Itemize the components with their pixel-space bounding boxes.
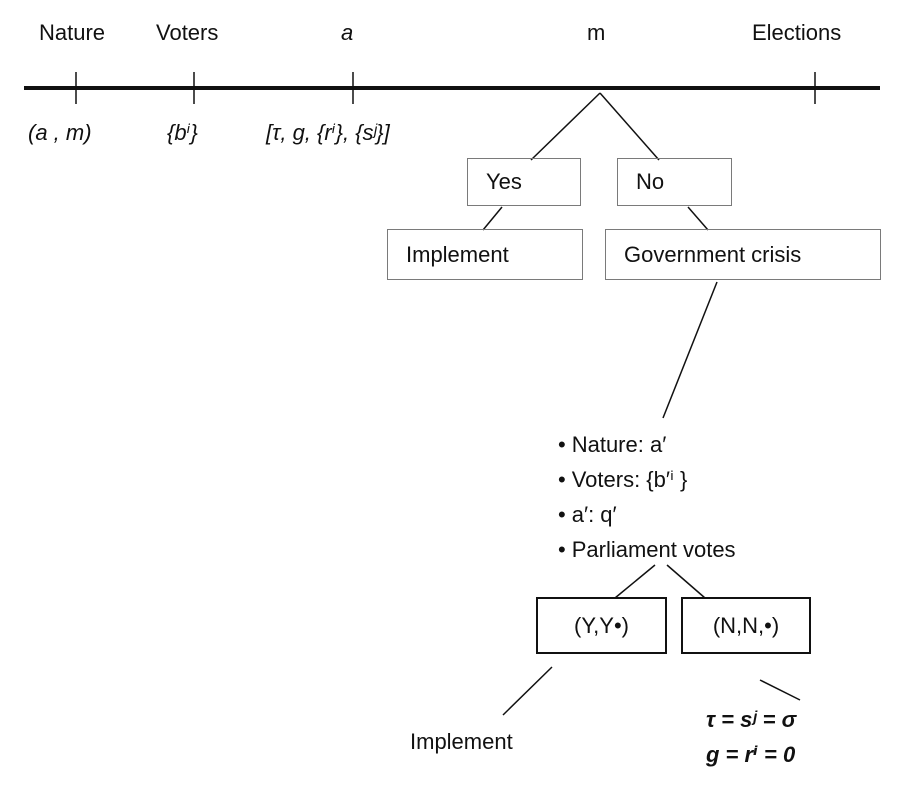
stage-sub-nature: (a , m) — [28, 120, 92, 145]
crisis-step-text: Parliament votes — [571, 537, 736, 562]
crisis-step-voters: •Voters: {b′ⁱ } — [558, 467, 688, 492]
stage-title-nature: Nature — [39, 20, 106, 45]
stage-title-a: a — [341, 20, 354, 45]
nn-box: (N,N,•) — [681, 597, 811, 654]
crisis-steps-list: •Nature: a′ •Voters: {b′ⁱ } •a′: q′ •Par… — [558, 430, 736, 570]
edge-yy-implement — [502, 666, 553, 716]
yes-box: Yes — [467, 158, 581, 206]
edge-crisis-steps — [662, 281, 718, 419]
no-box: No — [617, 158, 732, 206]
branch-m-yes — [530, 92, 601, 161]
edge-nn-outcome — [759, 679, 801, 701]
crisis-step-text: a′: q′ — [571, 502, 617, 527]
implement-final-label: Implement — [410, 729, 513, 754]
branch-votes-yy — [614, 564, 656, 599]
stage-sub-a: [τ, g, {rⁱ}, {sʲ}] — [266, 120, 390, 145]
edge-no-crisis — [687, 206, 709, 231]
outcome-g-equation: g = rⁱ = 0 — [706, 742, 796, 767]
stage-sub-voters: {bⁱ} — [167, 120, 198, 145]
crisis-step-parliament: •Parliament votes — [558, 537, 736, 562]
crisis-step-agenda: •a′: q′ — [558, 502, 617, 527]
stage-title-voters: Voters — [156, 20, 219, 45]
government-crisis-box: Government crisis — [605, 229, 881, 280]
stage-title-elections: Elections — [752, 20, 842, 45]
branch-m-no — [599, 92, 660, 161]
branch-votes-nn — [666, 564, 706, 599]
outcome-tau-equation: τ = sʲ = σ — [706, 707, 797, 732]
implement-box: Implement — [387, 229, 583, 280]
stage-title-m: m — [587, 20, 606, 45]
yy-box: (Y,Y•) — [536, 597, 667, 654]
crisis-step-text: Voters: {b′ⁱ } — [571, 467, 688, 492]
crisis-step-text: Nature: a′ — [571, 432, 667, 457]
edge-yes-implement — [482, 206, 503, 231]
crisis-step-nature: •Nature: a′ — [558, 432, 667, 457]
